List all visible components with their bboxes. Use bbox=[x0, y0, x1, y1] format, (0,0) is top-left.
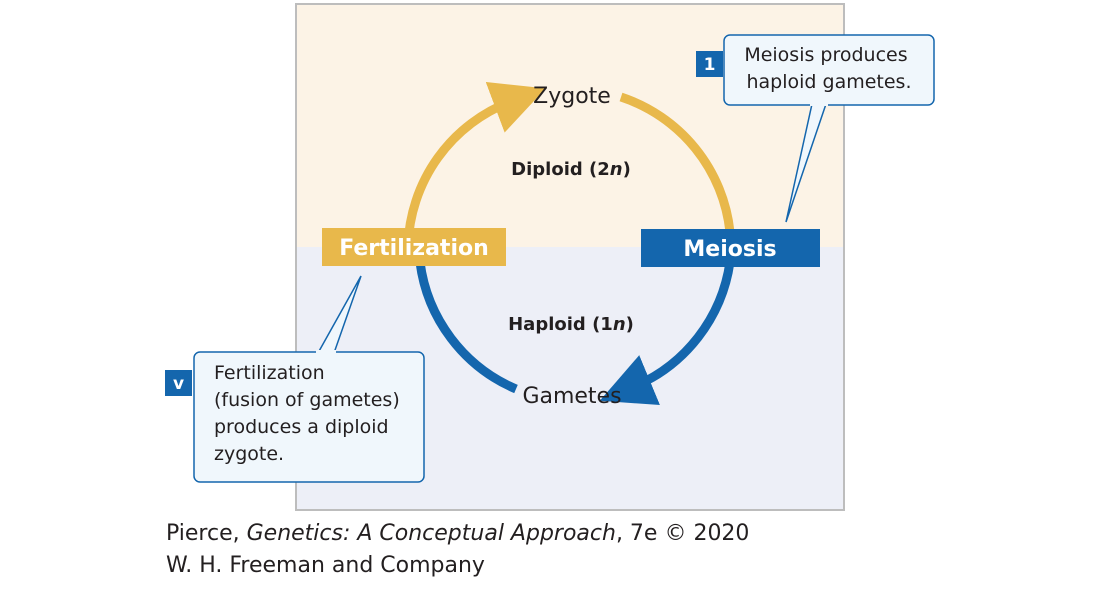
meiosis-box bbox=[641, 229, 820, 267]
fertilization-callout-joint bbox=[316, 350, 336, 354]
meiosis-callout-text: Meiosis produces haploid gametes. bbox=[744, 44, 913, 93]
meiosis-top-arc bbox=[619, 92, 735, 233]
gametes-label: Gametes bbox=[522, 384, 621, 409]
fertilization-arc bbox=[403, 82, 546, 247]
meiosis-label: Meiosis bbox=[683, 237, 776, 262]
fertilization-callout-text: Fertilization (fusion of gametes) produc… bbox=[214, 362, 406, 465]
publisher: W. H. Freeman and Company bbox=[166, 553, 485, 578]
fertilization-box bbox=[322, 228, 506, 266]
step-v-number: v bbox=[173, 374, 184, 394]
step-1-number: 1 bbox=[704, 55, 716, 75]
fertilization-label: Fertilization bbox=[339, 236, 489, 261]
diploid-phase-label: Diploid (2n) bbox=[511, 159, 631, 180]
fertilization-callout-box bbox=[193, 351, 425, 483]
haploid-phase-label: Haploid (1n) bbox=[508, 314, 634, 335]
meiosis-callout-box bbox=[723, 34, 935, 106]
step-1-badge bbox=[696, 51, 723, 77]
diagram-frame bbox=[295, 3, 845, 511]
image-credit: Pierce, Genetics: A Conceptual Approach,… bbox=[166, 521, 750, 578]
book-title: Genetics: A Conceptual Approach bbox=[246, 521, 616, 546]
gametes-to-fertilization-arc bbox=[415, 261, 518, 394]
step-v-badge bbox=[165, 370, 192, 396]
zygote-label: Zygote bbox=[533, 84, 611, 109]
meiosis-bottom-arc bbox=[599, 261, 735, 406]
meiosis-callout-joint bbox=[810, 103, 828, 106]
